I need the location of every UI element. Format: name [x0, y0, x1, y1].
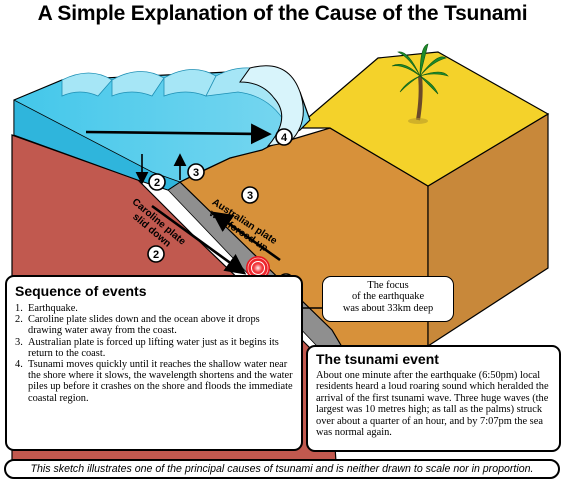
disclaimer-footer: This sketch illustrates one of the princ…	[4, 459, 560, 479]
focus-line-3: was about 33km deep	[342, 302, 434, 314]
marker-3a: 3	[187, 163, 205, 181]
sequence-item: 4.Tsunami moves quickly until it reaches…	[15, 359, 293, 404]
marker-3b: 3	[241, 186, 259, 204]
focus-line-1: The focus	[367, 280, 409, 291]
marker-2b: 2	[147, 245, 165, 263]
sequence-item: 3.Australian plate is forced up lifting …	[15, 336, 279, 359]
ocean-side	[13, 99, 181, 191]
svg-text:3: 3	[193, 167, 199, 179]
svg-text:3: 3	[247, 190, 253, 202]
svg-text:2: 2	[153, 249, 159, 261]
sequence-item: 2.Caroline plate slides down and the oce…	[15, 314, 260, 337]
sequence-list: 1.Earthquake. 2.Caroline plate slides do…	[15, 303, 293, 404]
palm-tree-icon	[391, 43, 449, 124]
svg-text:4: 4	[281, 132, 288, 144]
focus-callout: The focus of the earthquake was about 33…	[322, 276, 454, 322]
sequence-item: 1.Earthquake.	[15, 303, 78, 314]
tsunami-event-box: The tsunami event About one minute after…	[306, 345, 561, 452]
focus-line-2: of the earthquake	[351, 291, 425, 303]
tsunami-event-text: About one minute after the earthquake (6…	[316, 370, 549, 439]
sequence-of-events-box: Sequence of events 1.Earthquake. 2.Carol…	[5, 275, 303, 451]
marker-4: 4	[275, 128, 293, 146]
page-title: A Simple Explanation of the Cause of the…	[37, 2, 528, 25]
tsunami-event-title: The tsunami event	[316, 351, 439, 367]
svg-text:2: 2	[154, 177, 160, 189]
marker-2a: 2	[148, 173, 166, 191]
sequence-title: Sequence of events	[15, 283, 147, 299]
